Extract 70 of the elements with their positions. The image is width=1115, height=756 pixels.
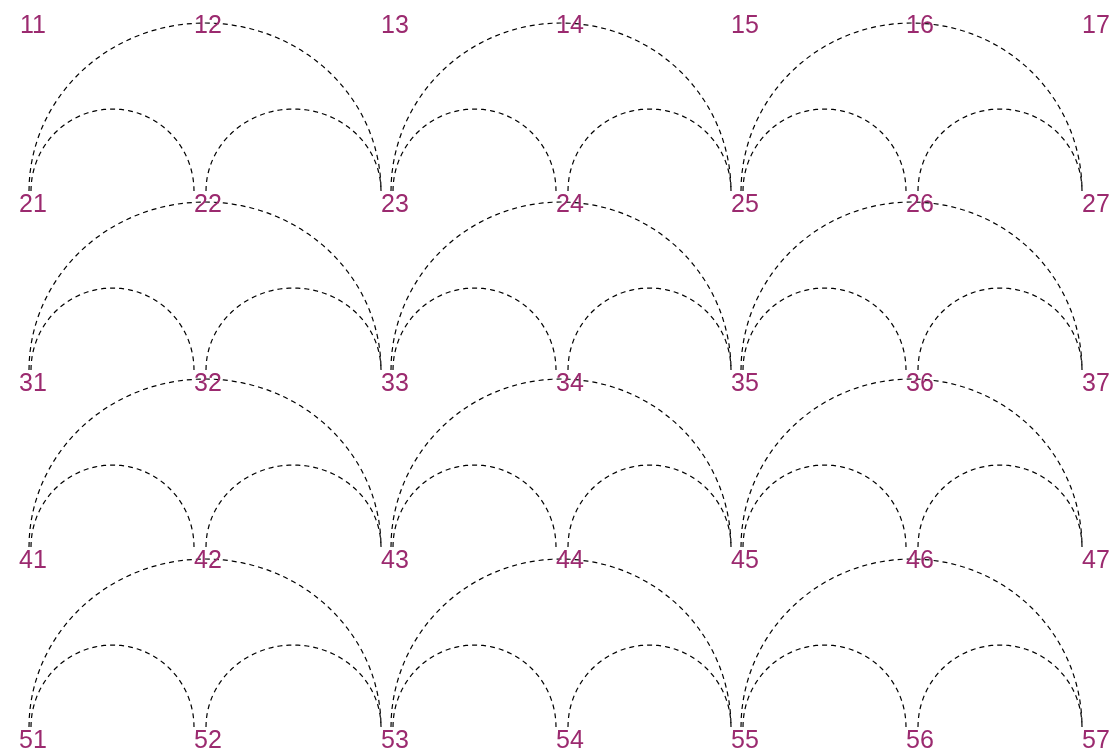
- node-number: 43: [381, 547, 409, 571]
- node-number: 55: [731, 727, 759, 751]
- dashed-arc: [917, 108, 1083, 192]
- node-number: 53: [381, 727, 409, 751]
- node-number: 52: [194, 727, 222, 751]
- node-number: 56: [906, 727, 934, 751]
- dashed-arc: [205, 108, 382, 192]
- node-number: 33: [381, 370, 409, 394]
- node-number: 41: [19, 547, 47, 571]
- dashed-arc: [740, 201, 1083, 371]
- dashed-arc: [567, 464, 732, 548]
- node-number: 34: [556, 370, 584, 394]
- node-number: 42: [194, 547, 222, 571]
- dashed-arc: [917, 464, 1083, 548]
- dashed-arc: [205, 644, 382, 728]
- number-label: 15: [731, 12, 759, 36]
- dashed-arc: [28, 22, 382, 192]
- dashed-arc: [740, 378, 1083, 548]
- node-number: 26: [906, 191, 934, 215]
- dashed-arc: [28, 558, 382, 728]
- dashed-arc: [392, 644, 557, 728]
- node-number: 32: [194, 370, 222, 394]
- dashed-arc: [205, 464, 382, 548]
- dashed-arc: [390, 201, 732, 371]
- node-number: 37: [1082, 370, 1110, 394]
- dashed-arc: [28, 378, 382, 548]
- node-number: 47: [1082, 547, 1110, 571]
- dashed-arc: [30, 287, 195, 371]
- dashed-arc: [567, 644, 732, 728]
- number-label: 13: [381, 12, 409, 36]
- dashed-arc: [390, 22, 732, 192]
- number-label: 16: [906, 12, 934, 36]
- node-number: 54: [556, 727, 584, 751]
- dashed-arc: [390, 558, 732, 728]
- node-number: 57: [1082, 727, 1110, 751]
- number-label: 14: [556, 12, 584, 36]
- dashed-arc: [392, 287, 557, 371]
- node-number: 46: [906, 547, 934, 571]
- dashed-arc: [742, 108, 907, 192]
- dashed-arc: [742, 464, 907, 548]
- dashed-arc: [392, 464, 557, 548]
- dashed-arc: [30, 108, 195, 192]
- node-number: 31: [19, 370, 47, 394]
- dashed-arc: [205, 287, 382, 371]
- number-label: 11: [20, 12, 46, 36]
- dashed-arc: [390, 378, 732, 548]
- node-number: 24: [556, 191, 584, 215]
- dashed-arc: [742, 644, 907, 728]
- node-number: 23: [381, 191, 409, 215]
- dashed-arc: [917, 287, 1083, 371]
- dashed-arc: [28, 201, 382, 371]
- node-number: 44: [556, 547, 584, 571]
- number-label: 17: [1082, 12, 1110, 36]
- dashed-arc: [917, 644, 1083, 728]
- dashed-arc: [30, 644, 195, 728]
- node-number: 22: [194, 191, 222, 215]
- node-number: 27: [1082, 191, 1110, 215]
- node-number: 21: [19, 191, 47, 215]
- dashed-arc: [742, 287, 907, 371]
- dashed-arc: [567, 108, 732, 192]
- node-number: 25: [731, 191, 759, 215]
- node-number: 36: [906, 370, 934, 394]
- dashed-arc: [30, 464, 195, 548]
- dashed-arc: [392, 108, 557, 192]
- dashed-arc: [740, 558, 1083, 728]
- dashed-arc: [567, 287, 732, 371]
- node-number: 51: [19, 727, 47, 751]
- node-number: 35: [731, 370, 759, 394]
- node-number: 45: [731, 547, 759, 571]
- dashed-arc: [740, 22, 1083, 192]
